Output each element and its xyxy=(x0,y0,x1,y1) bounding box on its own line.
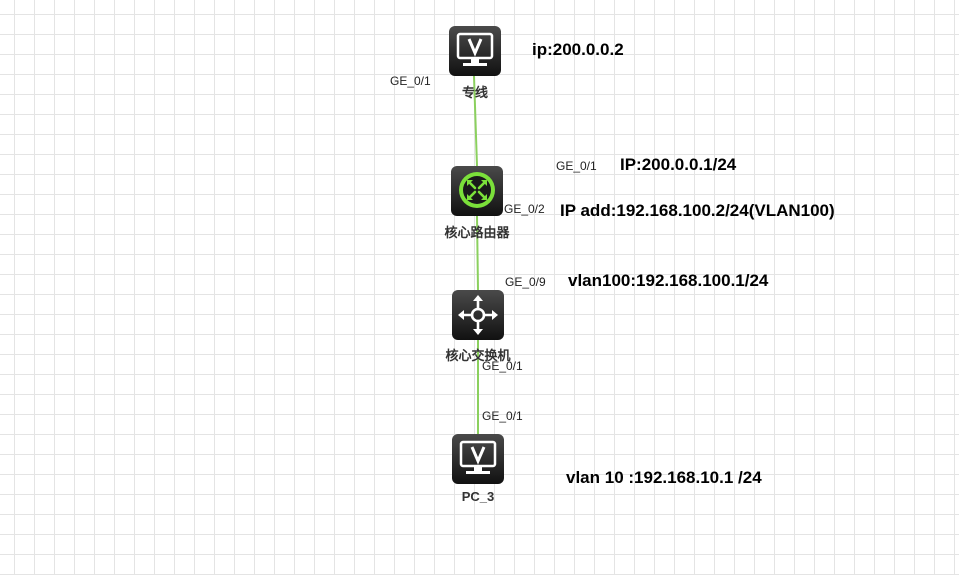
device-core-switch[interactable] xyxy=(452,290,504,340)
ip-annotation: IP add:192.168.100.2/24(VLAN100) xyxy=(560,201,835,220)
device-pc[interactable] xyxy=(452,434,504,484)
ip-annotation: IP:200.0.0.1/24 xyxy=(620,155,737,174)
l3-switch-icon xyxy=(452,290,504,340)
link-router-switch[interactable] xyxy=(476,215,479,291)
port-label: GE_0/2 xyxy=(504,202,545,216)
port-label: GE_0/1 xyxy=(390,74,431,88)
ip-annotation: ip:200.0.0.2 xyxy=(532,40,624,59)
device-label-core-switch: 核心交换机 xyxy=(445,348,511,363)
device-label-leased-line: 专线 xyxy=(461,85,489,100)
router-icon xyxy=(451,166,503,216)
device-core-router[interactable] xyxy=(451,166,503,216)
device-label-pc: PC_3 xyxy=(461,489,495,504)
link-leased-line-router[interactable] xyxy=(473,75,478,167)
ip-annotation: vlan100:192.168.100.1/24 xyxy=(568,271,769,290)
device-leased-line[interactable] xyxy=(449,26,501,76)
terminal-icon xyxy=(449,26,501,76)
port-label: GE_0/1 xyxy=(556,159,597,173)
port-label: GE_0/1 xyxy=(482,409,523,423)
port-label: GE_0/9 xyxy=(505,275,546,289)
terminal-icon xyxy=(452,434,504,484)
port-label: GE_0/1 xyxy=(482,359,523,373)
device-label-core-router: 核心路由器 xyxy=(444,225,510,240)
ip-annotation: vlan 10 :192.168.10.1 /24 xyxy=(566,468,762,487)
